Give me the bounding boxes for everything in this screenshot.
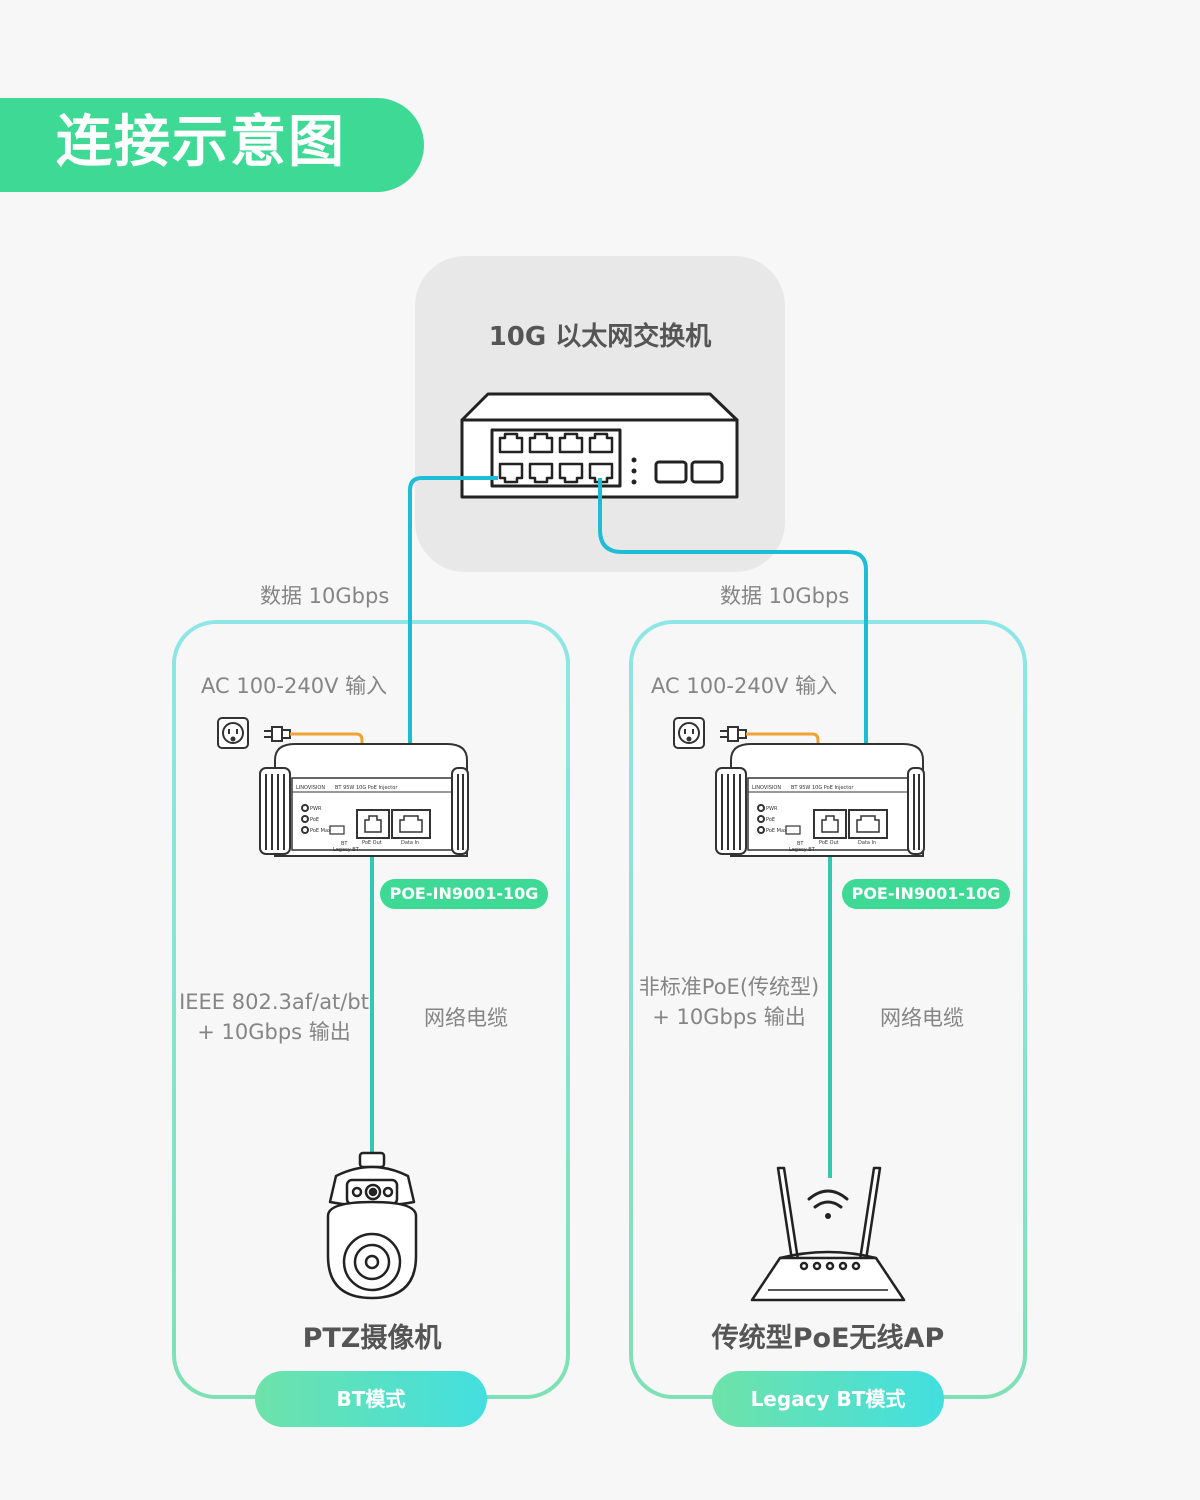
model-badge-left: POE-IN9001-10G [380,879,548,909]
injector-sw2-left: Legacy BT [333,847,360,853]
wifi-icon [807,1189,849,1219]
injector-led1-right: PWR [766,806,778,812]
injector-sw1-left: BT [341,841,348,847]
injector-sw1-right: BT [797,841,804,847]
power-outlet-icon-right [673,717,705,749]
power-plug-icon-right [720,726,747,742]
power-cord-left [290,732,364,745]
device-name-left: PTZ摄像机 [302,1323,442,1354]
poe-injector-icon-right [715,743,925,857]
ac-input-label-left: AC 100-240V 输入 [201,674,388,698]
output-label-left-line1: IEEE 802.3af/at/bt [179,990,369,1014]
injector-led2-left: PoE [310,817,319,823]
output-label-right-line2: + 10Gbps 输出 [652,1005,806,1029]
device-name-right: 传统型PoE无线AP [711,1323,945,1354]
power-outlet-icon-left [217,717,249,749]
injector-port2-left: Data In [401,840,419,846]
ac-input-label-right: AC 100-240V 输入 [651,674,838,698]
output-label-left: IEEE 802.3af/at/bt + 10Gbps 输出 [176,987,372,1047]
switch-device-icon [460,392,739,499]
injector-brand-right: LINOVISION [752,785,781,791]
injector-port1-right: PoE Out [819,840,839,846]
data-speed-label-left: 数据 10Gbps [260,584,390,608]
data-speed-label-right: 数据 10Gbps [720,584,850,608]
cable-label-right: 网络电缆 [880,1006,964,1030]
injector-led1-left: PWR [310,806,322,812]
injector-led2-right: PoE [766,817,775,823]
injector-product-left: BT 95W 10G PoE Injector [335,785,398,791]
title-banner [0,98,424,192]
power-cord-right [746,732,820,745]
wireless-router-icon [750,1166,906,1302]
output-label-right-line1: 非标准PoE(传统型) [638,975,820,999]
injector-port1-left: PoE Out [362,840,382,846]
output-label-left-line2: + 10Gbps 输出 [197,1020,351,1044]
data-cable-left [408,476,498,820]
injector-brand-left: LINOVISION [296,785,325,791]
ptz-camera-icon [326,1151,418,1300]
injector-led3-left: PoE Max [310,828,331,834]
injector-product-right: BT 95W 10G PoE Injector [791,785,854,791]
poe-injector-icon-left [259,743,469,857]
switch-label: 10G 以太网交换机 [488,322,712,352]
mode-badge-right: Legacy BT模式 [712,1371,944,1427]
page-title: 连接示意图 [56,110,346,175]
injector-port2-right: Data In [858,840,876,846]
injector-sw2-right: Legacy BT [789,847,816,853]
injector-led3-right: PoE Max [766,828,787,834]
output-label-right: 非标准PoE(传统型) + 10Gbps 输出 [634,972,824,1032]
model-badge-right: POE-IN9001-10G [842,879,1010,909]
power-plug-icon-left [264,726,291,742]
mode-badge-left: BT模式 [255,1371,487,1427]
cable-label-left: 网络电缆 [424,1006,508,1030]
data-cable-right [598,478,868,820]
